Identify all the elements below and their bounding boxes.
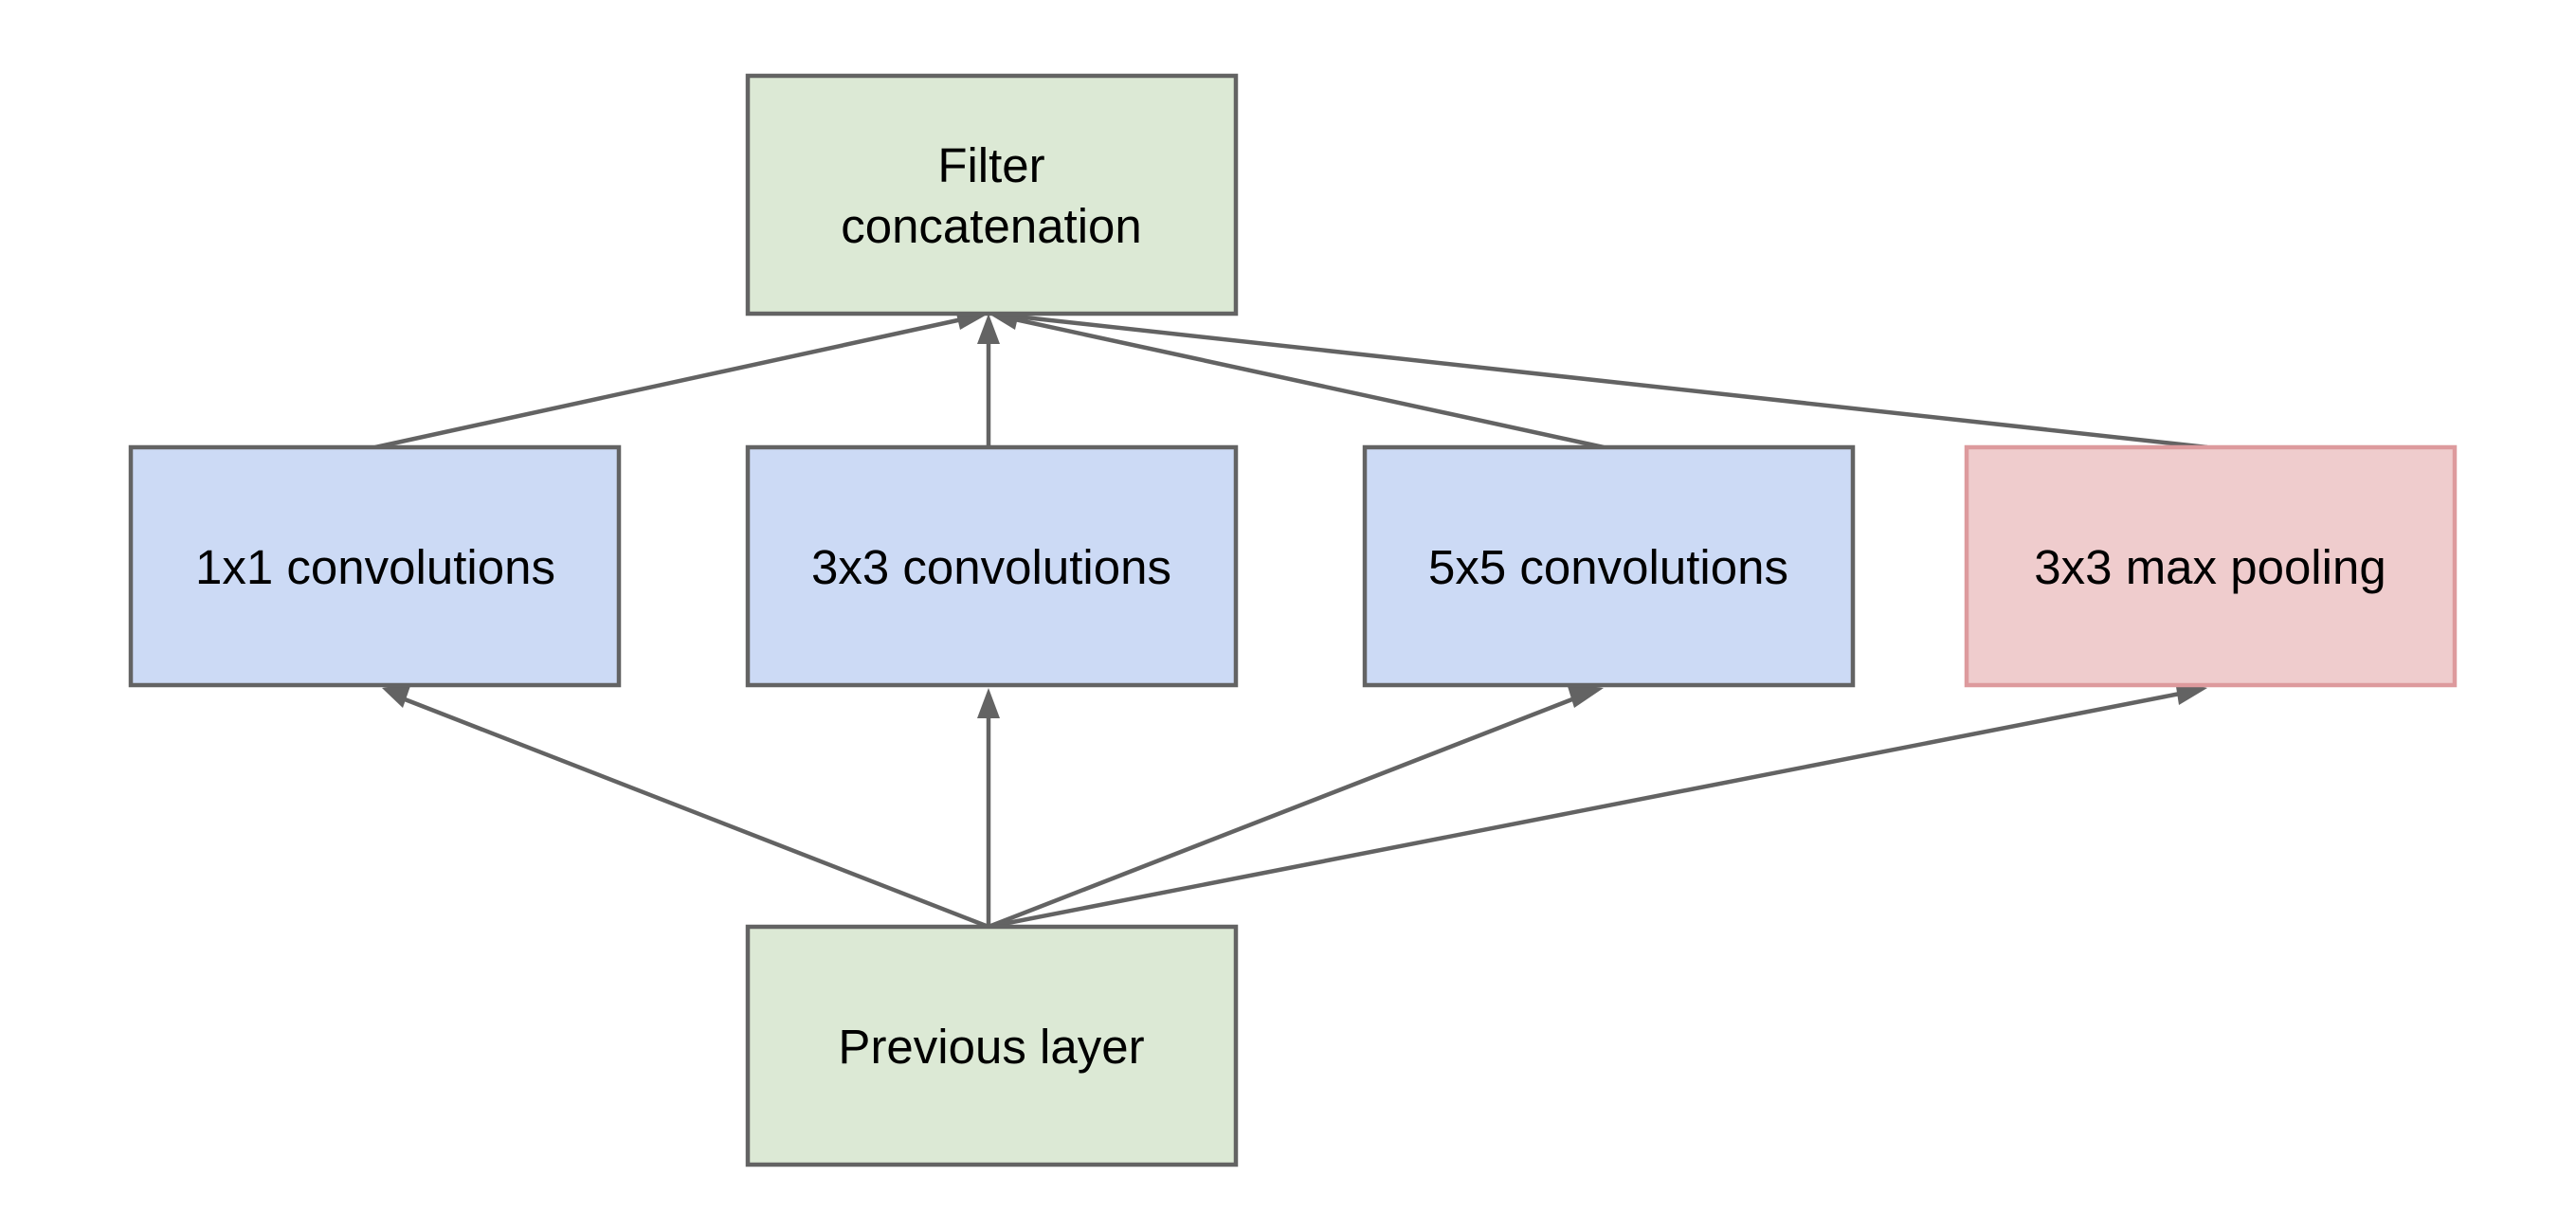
node-conv5x5: 5x5 convolutions (1362, 444, 1856, 688)
conv5x5-label: 5x5 convolutions (1428, 540, 1788, 594)
node-previous-layer: Previous layer (745, 924, 1239, 1167)
conv1x1-label: 1x1 convolutions (195, 540, 555, 594)
previous-layer-box (745, 924, 1239, 1167)
conv3x3-label: 3x3 convolutions (811, 540, 1171, 594)
edges (374, 305, 2208, 930)
maxpool-label: 3x3 max pooling (2034, 540, 2386, 594)
node-maxpool: 3x3 max pooling (1964, 444, 2458, 688)
edge-previous-to-conv1x1 (399, 695, 989, 930)
arrowhead-conv5x5 (1567, 683, 1604, 708)
conv5x5-box (1362, 444, 1856, 688)
arrowhead-conv1x1 (382, 683, 411, 708)
node-filter-concatenation: Filter concatenation (745, 73, 1239, 317)
maxpool-box (1964, 444, 2458, 688)
arrowhead-concat-from-conv3x3 (977, 314, 1000, 344)
edge-previous-to-conv5x5 (988, 695, 1578, 930)
arrowhead-conv3x3 (977, 688, 1000, 718)
filter-concatenation-label-line1: Filter (937, 138, 1044, 192)
node-conv3x3: 3x3 convolutions (745, 444, 1239, 688)
edge-previous-to-maxpool (988, 691, 2181, 930)
filter-concatenation-box (745, 73, 1239, 317)
edge-conv1x1-to-concat (374, 317, 963, 450)
filter-concatenation-label-line2: concatenation (841, 199, 1142, 253)
previous-layer-label: Previous layer (838, 1020, 1144, 1074)
conv1x1-box (128, 444, 622, 688)
node-conv1x1: 1x1 convolutions (128, 444, 622, 688)
edge-conv5x5-to-concat (1014, 317, 1605, 450)
conv3x3-box (745, 444, 1239, 688)
edge-maxpool-to-concat (1015, 314, 2208, 450)
